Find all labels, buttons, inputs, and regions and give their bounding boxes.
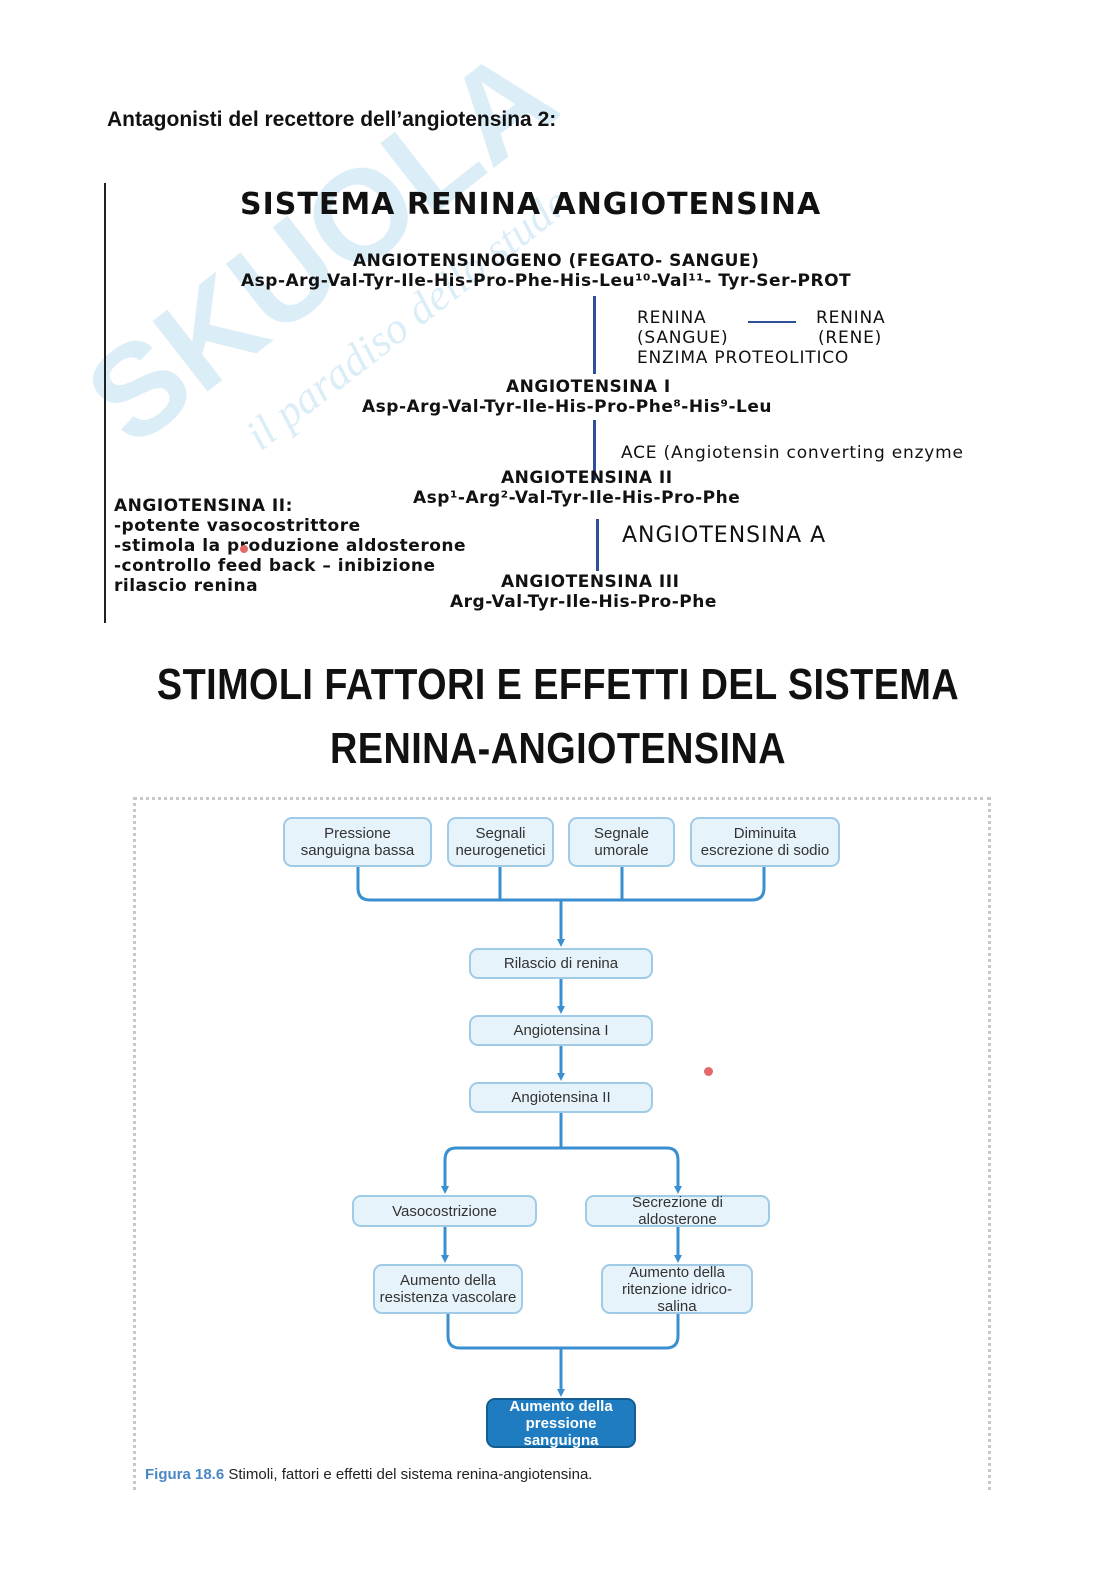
angiotensin2-note-1: -potente vasocostrittore bbox=[114, 516, 361, 536]
skuola-watermark: SKUOLA.net il paradiso dello studente bbox=[60, 60, 560, 472]
figure-caption-text: Stimoli, fattori e effetti del sistema r… bbox=[228, 1466, 593, 1483]
renin-kidney-label: RENINA bbox=[816, 308, 886, 328]
cleavage-arrow-renin bbox=[593, 296, 596, 374]
vascular-resistance-box: Aumento della resistenza vascolare bbox=[373, 1264, 523, 1314]
angiotensin1-name: ANGIOTENSINA I bbox=[506, 377, 671, 397]
figure-caption: Figura 18.6 Stimoli, fattori e effetti d… bbox=[145, 1466, 592, 1483]
angiotensin2-note-3: -controllo feed back – inibizione bbox=[114, 556, 436, 576]
angiotensin1-sequence: Asp-Arg-Val-Tyr-Ile-His-Pro-Phe⁸-His⁹-Le… bbox=[362, 397, 772, 417]
figure-frame bbox=[133, 797, 991, 1490]
ras-title: SISTEMA RENINA ANGIOTENSINA bbox=[240, 187, 822, 222]
angiotensin2-name: ANGIOTENSINA II bbox=[501, 468, 673, 488]
stimulus-neurogenic-signals: Segnali neurogenetici bbox=[447, 817, 554, 867]
angiotensin3-sequence: Arg-Val-Tyr-Ile-His-Pro-Phe bbox=[450, 592, 717, 612]
angiotensin2-notes-title: ANGIOTENSINA II: bbox=[114, 496, 293, 516]
water-salt-retention-box: Aumento della ritenzione idrico-salina bbox=[601, 1264, 753, 1315]
angiotensinogen-sequence: Asp-Arg-Val-Tyr-Ile-His-Pro-Phe-His-Leu¹… bbox=[241, 271, 852, 291]
angiotensin-a-label: ANGIOTENSINA A bbox=[622, 523, 827, 548]
proteolytic-enzyme-label: ENZIMA PROTEOLITICO bbox=[637, 348, 850, 368]
renin-link-line bbox=[748, 321, 796, 323]
stimulus-low-blood-pressure: Pressione sanguigna bassa bbox=[283, 817, 432, 867]
renin-release-box: Rilascio di renina bbox=[469, 948, 653, 979]
effects-title-line-1: STIMOLI FATTORI E EFFETTI DEL SISTEMA bbox=[156, 660, 960, 709]
renin-kidney-source: (RENE) bbox=[818, 328, 883, 348]
margin-rule bbox=[104, 183, 106, 623]
angiotensin2-note-4: rilascio renina bbox=[114, 576, 259, 596]
angiotensin2-sequence: Asp¹-Arg²-Val-Tyr-Ile-His-Pro-Phe bbox=[413, 488, 741, 508]
vasoconstriction-box: Vasocostrizione bbox=[352, 1195, 537, 1227]
angiotensin1-box: Angiotensina I bbox=[469, 1015, 653, 1046]
figure-number: Figura 18.6 bbox=[145, 1466, 225, 1483]
ace-label: ACE (Angiotensin converting enzyme bbox=[621, 443, 964, 463]
angiotensin3-name: ANGIOTENSINA III bbox=[501, 572, 680, 592]
blood-pressure-increase-box: Aumento della pressione sanguigna bbox=[486, 1398, 636, 1449]
stimulus-humoral-signal: Segnale umorale bbox=[568, 817, 675, 867]
effects-title-line-2: RENINA-ANGIOTENSINA bbox=[330, 724, 786, 773]
aldosterone-secretion-box: Secrezione di aldosterone bbox=[585, 1194, 770, 1228]
cleavage-arrow-aminopeptidase bbox=[596, 519, 599, 571]
angiotensinogen-name: ANGIOTENSINOGENO (FEGATO- SANGUE) bbox=[353, 251, 760, 271]
angiotensin2-note-2: -stimola la produzione aldosterone bbox=[114, 536, 467, 556]
pointer-dot bbox=[240, 545, 248, 553]
stimulus-reduced-sodium-excretion: Diminuita escrezione di sodio bbox=[690, 817, 840, 867]
angiotensin2-box: Angiotensina II bbox=[469, 1082, 653, 1113]
page-heading: Antagonisti del recettore dell’angiotens… bbox=[107, 108, 557, 131]
cleavage-arrow-ace bbox=[593, 420, 596, 480]
renin-blood-source: (SANGUE) bbox=[637, 328, 729, 348]
renin-blood-label: RENINA bbox=[637, 308, 707, 328]
pointer-dot-2 bbox=[704, 1067, 713, 1076]
